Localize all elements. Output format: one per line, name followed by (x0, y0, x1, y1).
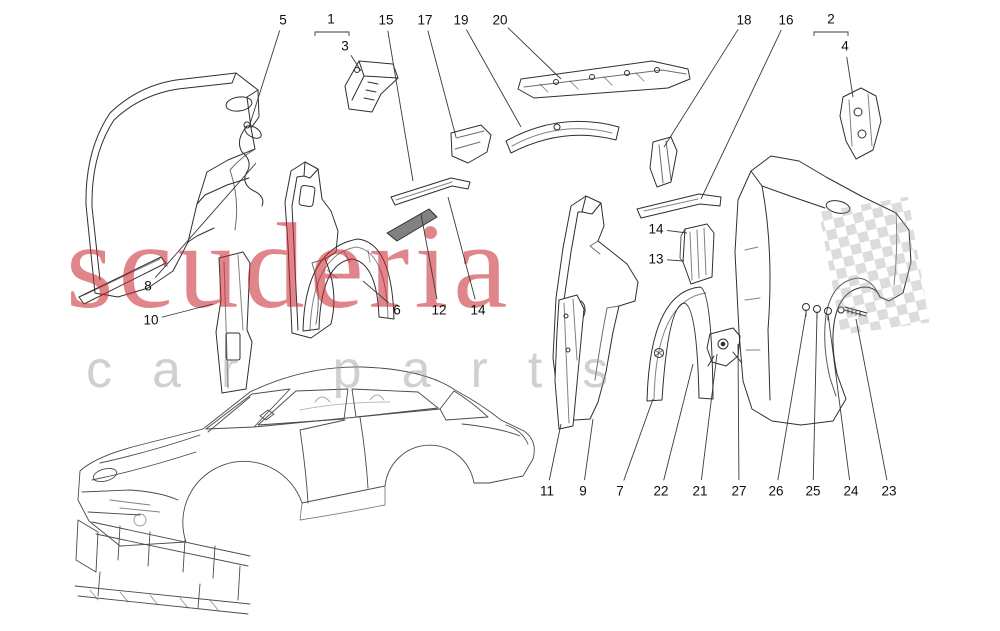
part-callout-24: 24 (843, 483, 859, 499)
bracket-upper-right (839, 87, 882, 160)
clip-bracket (450, 124, 492, 164)
bracket-right-middle (679, 223, 715, 285)
part-callout-9: 9 (579, 483, 587, 499)
b-pillar-inner (552, 195, 639, 422)
part-callout-20: 20 (492, 12, 508, 28)
part-callout-23: 23 (881, 483, 897, 499)
part-callout-17: 17 (417, 12, 433, 28)
part-callout-15: 15 (378, 12, 394, 28)
part-callout-22: 22 (653, 483, 669, 499)
outer-quarter-panel-right (734, 155, 912, 426)
rail-strip-right (636, 193, 722, 219)
upper-rail-strip (517, 60, 691, 99)
part-callout-21: 21 (692, 483, 708, 499)
part-callout-7: 7 (616, 483, 624, 499)
wheel-arch-liner-right (646, 286, 714, 402)
bolt (837, 306, 868, 317)
bracket-upper-left (344, 60, 399, 113)
part-callout-25: 25 (805, 483, 821, 499)
part-callout-13: 13 (648, 251, 664, 267)
pillar-strip (554, 294, 585, 430)
reinforcement-strips (386, 177, 471, 242)
wheel-arch-liner-left (302, 238, 395, 332)
part-callout-12: 12 (431, 302, 447, 318)
part-callout-11: 11 (539, 483, 555, 499)
part-callout-3: 3 (341, 38, 349, 54)
part-callout-18: 18 (736, 12, 752, 28)
curved-rail-strip (505, 120, 620, 154)
small-bracket-right-upper (649, 136, 678, 188)
part-callout-26: 26 (768, 483, 784, 499)
part-callout-8: 8 (144, 278, 152, 294)
part-callout-16: 16 (778, 12, 794, 28)
sill-strip-left (78, 256, 167, 305)
part-callout-6: 6 (393, 302, 401, 318)
part-callout-2: 2 (827, 11, 835, 27)
part-callout-14: 14 (470, 302, 486, 318)
part-callout-27: 27 (731, 483, 747, 499)
inner-quarter-panel-left (85, 72, 260, 298)
part-callout-10: 10 (143, 312, 159, 328)
part-callout-14: 14 (648, 221, 664, 237)
part-callout-19: 19 (453, 12, 469, 28)
leader-lines (154, 27, 888, 481)
part-callout-1: 1 (327, 11, 335, 27)
wheelhouse-inner-pillar (284, 161, 339, 339)
part-callout-5: 5 (279, 12, 287, 28)
body-shell-drawing (74, 366, 535, 615)
part-callout-4: 4 (841, 38, 849, 54)
latch-mechanism (706, 327, 742, 367)
rocker-pillar-left (215, 251, 253, 394)
